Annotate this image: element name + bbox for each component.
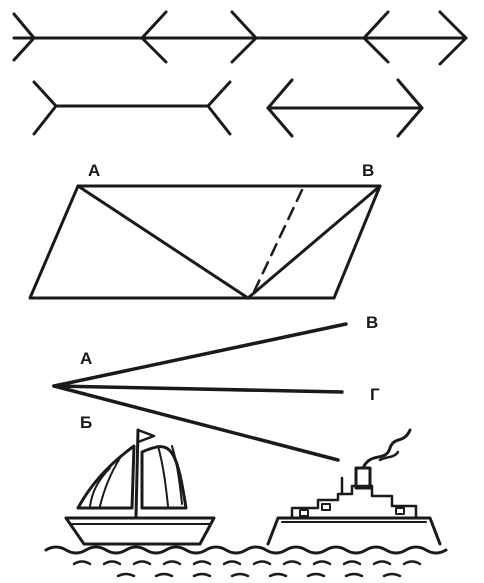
- wave-row-3: [116, 572, 402, 578]
- ray-middle: [52, 384, 344, 394]
- parallelogram-label-left: А: [88, 161, 100, 180]
- ship-superstructure: [290, 484, 418, 520]
- parallelogram-outline: [28, 184, 382, 300]
- fin-head-2: [230, 10, 258, 64]
- sailboat-mast: [134, 428, 140, 518]
- sailboat-mainsail-seam: [99, 457, 121, 507]
- pair-right-head-right: [396, 78, 424, 138]
- ship-smoke-puff: [378, 450, 400, 462]
- ray-lower: [52, 384, 340, 462]
- sailboat-hull: [64, 516, 216, 546]
- ray-upper: [52, 322, 348, 388]
- fin-tail-left: [12, 12, 36, 62]
- sailboat-jib-seam-2: [171, 445, 183, 505]
- sailboat-jib-seam: [157, 445, 169, 507]
- ship-funnel: [354, 466, 372, 490]
- ray-label-v: В: [366, 313, 378, 332]
- parallelogram-label-right: В: [362, 161, 374, 180]
- ship-cabin-window-1: [299, 509, 309, 517]
- ray-label-a: А: [80, 349, 92, 368]
- ship-hull: [266, 516, 442, 546]
- pair-left-fin-left: [32, 80, 58, 136]
- ray-label-g: Г: [370, 385, 380, 404]
- sander-parallelogram: А В: [28, 161, 382, 300]
- diagonal-right: [246, 184, 382, 300]
- muller-lyer-top-line: [12, 10, 468, 66]
- water-waves: [44, 545, 448, 578]
- pair-left-fin-right: [206, 80, 232, 136]
- sailboat-icon: [64, 428, 216, 546]
- wave-row-1: [44, 545, 448, 555]
- dashed-divider: [250, 188, 304, 298]
- sailboat-mainsail-seam-2: [89, 467, 111, 507]
- ship-cabin-window-3: [395, 507, 405, 515]
- ray-label-b: Б: [80, 413, 92, 432]
- wave-row-2: [72, 560, 422, 566]
- steamship-icon: [266, 428, 442, 546]
- diagonal-left: [76, 184, 250, 300]
- pair-right-head-left: [266, 78, 294, 138]
- diverging-rays: А Б В Г: [52, 313, 380, 462]
- sailboat-mainsail: [76, 444, 136, 510]
- fin-head-right: [438, 10, 468, 66]
- muller-lyer-pair: [32, 78, 424, 138]
- ship-cabin-window-2: [321, 503, 331, 511]
- fin-head-3: [362, 10, 390, 64]
- sailboat-flag: [136, 428, 156, 444]
- fin-head-1: [140, 10, 168, 64]
- ship-smoke: [362, 428, 412, 468]
